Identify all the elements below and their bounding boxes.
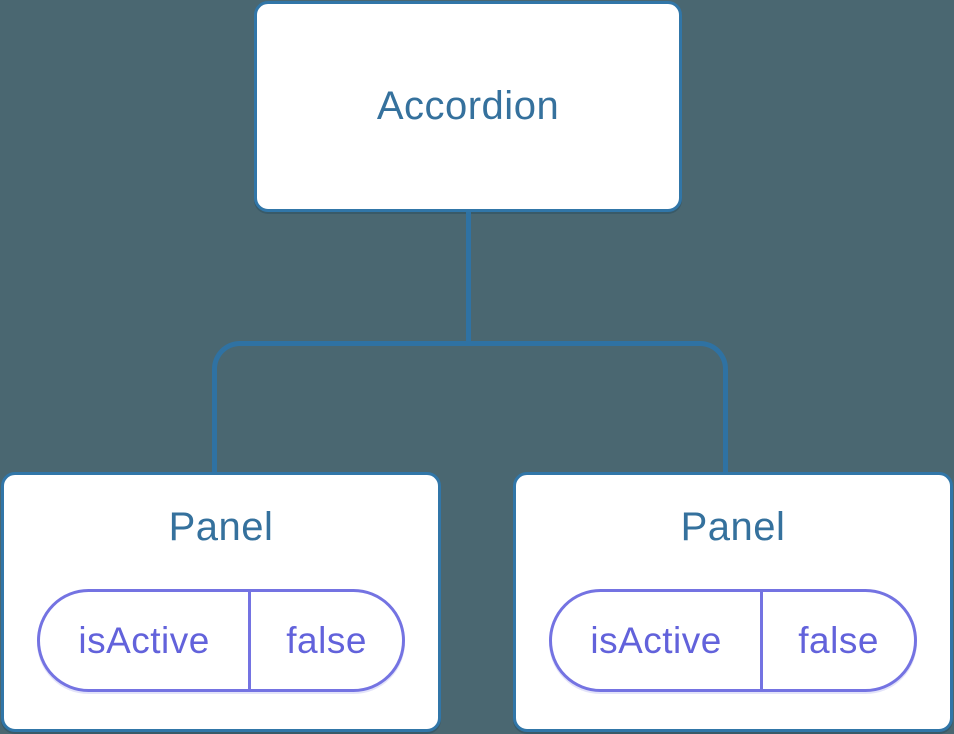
state-pill-left: isActive false [37, 589, 405, 692]
panel-node-left: Panel isActive false [1, 472, 441, 732]
panel-node-left-label: Panel [168, 505, 274, 549]
state-key-left: isActive [40, 592, 252, 689]
state-key-right: isActive [552, 592, 764, 689]
connector-bracket [212, 341, 728, 472]
state-pill-right: isActive false [549, 589, 917, 692]
state-value-left: false [286, 619, 367, 661]
panel-node-right: Panel isActive false [513, 472, 953, 732]
state-value-right: false [798, 619, 879, 661]
accordion-node: Accordion [254, 1, 682, 212]
panel-node-right-label: Panel [680, 505, 786, 549]
accordion-node-label: Accordion [376, 84, 560, 128]
connector-stem [466, 212, 471, 346]
